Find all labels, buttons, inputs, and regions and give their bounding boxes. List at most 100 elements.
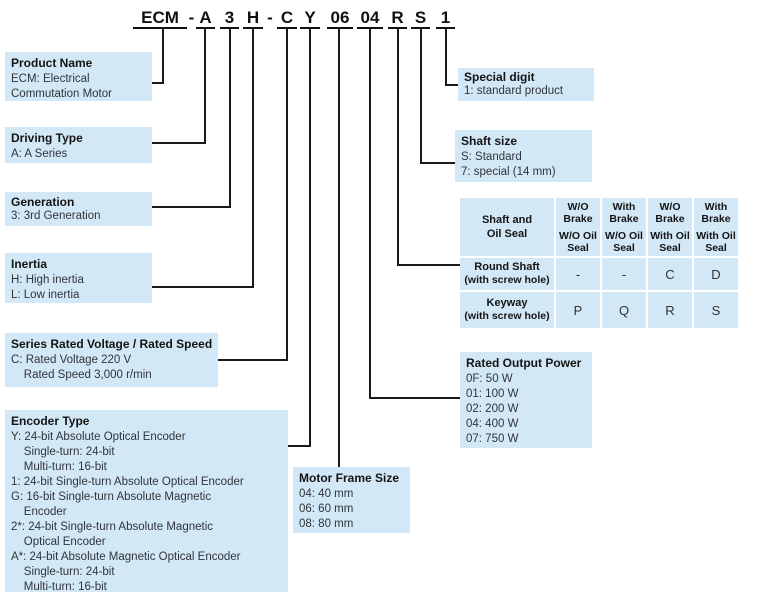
generation-box: Generation 3: 3rd Generation bbox=[5, 192, 152, 226]
driving-type-line: A: A Series bbox=[11, 148, 68, 160]
rated-power-line: 07: 750 W bbox=[466, 433, 519, 445]
row-sublabel: (with screw hole) bbox=[464, 310, 550, 322]
product-name-line: ECM: Electrical bbox=[11, 73, 90, 85]
code-segment-ecm: ECM bbox=[133, 8, 187, 29]
motor-frame-title: Motor Frame Size bbox=[299, 471, 400, 485]
inertia-line: L: Low inertia bbox=[11, 289, 80, 301]
code-dash-2: - bbox=[267, 8, 273, 27]
voltage-speed-box: Series Rated Voltage / Rated Speed C: Ra… bbox=[5, 333, 218, 387]
driving-type-title: Driving Type bbox=[11, 131, 83, 145]
table-value-cell: S bbox=[694, 292, 738, 328]
col-header-top: W/O Brake bbox=[563, 200, 593, 225]
connector-encoder-horizontal bbox=[288, 445, 311, 447]
cell-value: D bbox=[711, 266, 721, 282]
connector-oilseal-horizontal bbox=[399, 264, 460, 266]
code-segment-voltage: C bbox=[277, 8, 297, 29]
encoder-type-line: 1: 24-bit Single-turn Absolute Optical E… bbox=[11, 476, 244, 488]
inertia-box: Inertia H: High inertia L: Low inertia bbox=[5, 253, 152, 303]
connector-driving-horizontal bbox=[152, 142, 206, 144]
special-digit-title: Special digit bbox=[464, 70, 535, 84]
encoder-type-line: Multi-turn: 16-bit bbox=[11, 461, 107, 473]
cell-value: - bbox=[575, 266, 581, 282]
motor-frame-line: 06: 60 mm bbox=[299, 503, 354, 515]
cell-value: P bbox=[573, 302, 583, 318]
code-segment-encoder: Y bbox=[300, 8, 320, 29]
table-value-cell: - bbox=[556, 258, 600, 290]
table-row-header-keyway: Keyway (with screw hole) bbox=[460, 292, 554, 328]
table-column-header: W/O Brake With Oil Seal bbox=[648, 198, 692, 256]
connector-inertia-horizontal bbox=[152, 286, 254, 288]
rated-power-box: Rated Output Power 0F: 50 W 01: 100 W 02… bbox=[460, 352, 592, 448]
driving-type-box: Driving Type A: A Series bbox=[5, 127, 152, 163]
col-header-top: W/O Brake bbox=[655, 200, 685, 225]
encoder-type-line: Single-turn: 24-bit bbox=[11, 566, 115, 578]
rated-power-line: 02: 200 W bbox=[466, 403, 519, 415]
table-corner-line: Shaft and bbox=[481, 214, 533, 226]
code-segment-driving: A bbox=[196, 8, 215, 29]
connector-oilseal-vertical bbox=[397, 29, 399, 266]
connector-ecm-horizontal bbox=[152, 82, 164, 84]
table-value-cell: Q bbox=[602, 292, 646, 328]
code-segment-shaft-size: S bbox=[411, 8, 430, 29]
connector-generation-vertical bbox=[229, 29, 231, 208]
table-corner-header: Shaft and Oil Seal bbox=[460, 198, 554, 256]
code-segment-special: 1 bbox=[436, 8, 455, 29]
connector-special-vertical bbox=[445, 29, 447, 86]
row-label: Keyway bbox=[486, 297, 528, 309]
voltage-speed-title: Series Rated Voltage / Rated Speed bbox=[11, 337, 213, 351]
code-segment-inertia: H bbox=[243, 8, 263, 29]
col-header-bottom: With Oil Seal bbox=[650, 229, 690, 254]
row-sublabel: (with screw hole) bbox=[464, 274, 550, 286]
table-column-header: With Brake With Oil Seal bbox=[694, 198, 738, 256]
rated-power-line: 0F: 50 W bbox=[466, 373, 513, 385]
code-dash: - bbox=[188, 8, 195, 27]
special-digit-line: 1: standard product bbox=[464, 85, 564, 97]
table-row-header-round-shaft: Round Shaft (with screw hole) bbox=[460, 258, 554, 290]
col-header-bottom: W/O Oil Seal bbox=[605, 229, 643, 254]
encoder-type-line: G: 16-bit Single-turn Absolute Magnetic bbox=[11, 491, 212, 503]
code-segment-frame: 06 bbox=[327, 8, 353, 29]
encoder-type-line: Multi-turn: 16-bit bbox=[11, 581, 107, 593]
code-segment-power: 04 bbox=[357, 8, 383, 29]
code-segment-shaft-oilseal: R bbox=[388, 8, 407, 29]
shaft-size-box: Shaft size S: Standard 7: special (14 mm… bbox=[455, 130, 592, 182]
generation-line: 3: 3rd Generation bbox=[11, 210, 101, 222]
cell-value: C bbox=[665, 266, 675, 282]
table-column-header: W/O Brake W/O Oil Seal bbox=[556, 198, 600, 256]
connector-generation-horizontal bbox=[152, 206, 231, 208]
row-label: Round Shaft bbox=[474, 261, 540, 273]
encoder-type-line: Optical Encoder bbox=[11, 536, 106, 548]
encoder-type-line: 2*: 24-bit Single-turn Absolute Magnetic bbox=[11, 521, 214, 533]
product-name-line: Commutation Motor bbox=[11, 88, 112, 100]
connector-shaftsize-horizontal bbox=[422, 162, 455, 164]
table-value-cell: R bbox=[648, 292, 692, 328]
connector-special-horizontal bbox=[447, 84, 458, 86]
shaft-size-line: 7: special (14 mm) bbox=[461, 166, 556, 178]
encoder-type-line: A*: 24-bit Absolute Magnetic Optical Enc… bbox=[11, 551, 241, 563]
voltage-speed-line: C: Rated Voltage 220 V bbox=[11, 354, 132, 366]
encoder-type-box: Encoder Type Y: 24-bit Absolute Optical … bbox=[5, 410, 288, 593]
product-name-title: Product Name bbox=[11, 56, 93, 70]
connector-frame-vertical bbox=[338, 29, 340, 468]
inertia-title: Inertia bbox=[11, 257, 48, 271]
motor-frame-box: Motor Frame Size 04: 40 mm 06: 60 mm 08:… bbox=[293, 467, 410, 533]
shaft-size-title: Shaft size bbox=[461, 134, 518, 148]
connector-inertia-vertical bbox=[252, 29, 254, 288]
col-header-bottom: W/O Oil Seal bbox=[559, 229, 597, 254]
shaft-size-line: S: Standard bbox=[461, 151, 522, 163]
table-value-cell: D bbox=[694, 258, 738, 290]
cell-value: S bbox=[711, 302, 721, 318]
code-segment-generation: 3 bbox=[220, 8, 239, 29]
cell-value: R bbox=[665, 302, 675, 318]
encoder-type-title: Encoder Type bbox=[11, 414, 90, 428]
table-column-header: With Brake W/O Oil Seal bbox=[602, 198, 646, 256]
connector-voltage-horizontal bbox=[218, 359, 288, 361]
table-value-cell: P bbox=[556, 292, 600, 328]
inertia-line: H: High inertia bbox=[11, 274, 84, 286]
rated-power-title: Rated Output Power bbox=[466, 356, 582, 370]
table-corner-line: Oil Seal bbox=[486, 228, 528, 240]
special-digit-box: Special digit 1: standard product bbox=[458, 68, 594, 101]
table-value-cell: C bbox=[648, 258, 692, 290]
encoder-type-line: Y: 24-bit Absolute Optical Encoder bbox=[11, 431, 186, 443]
